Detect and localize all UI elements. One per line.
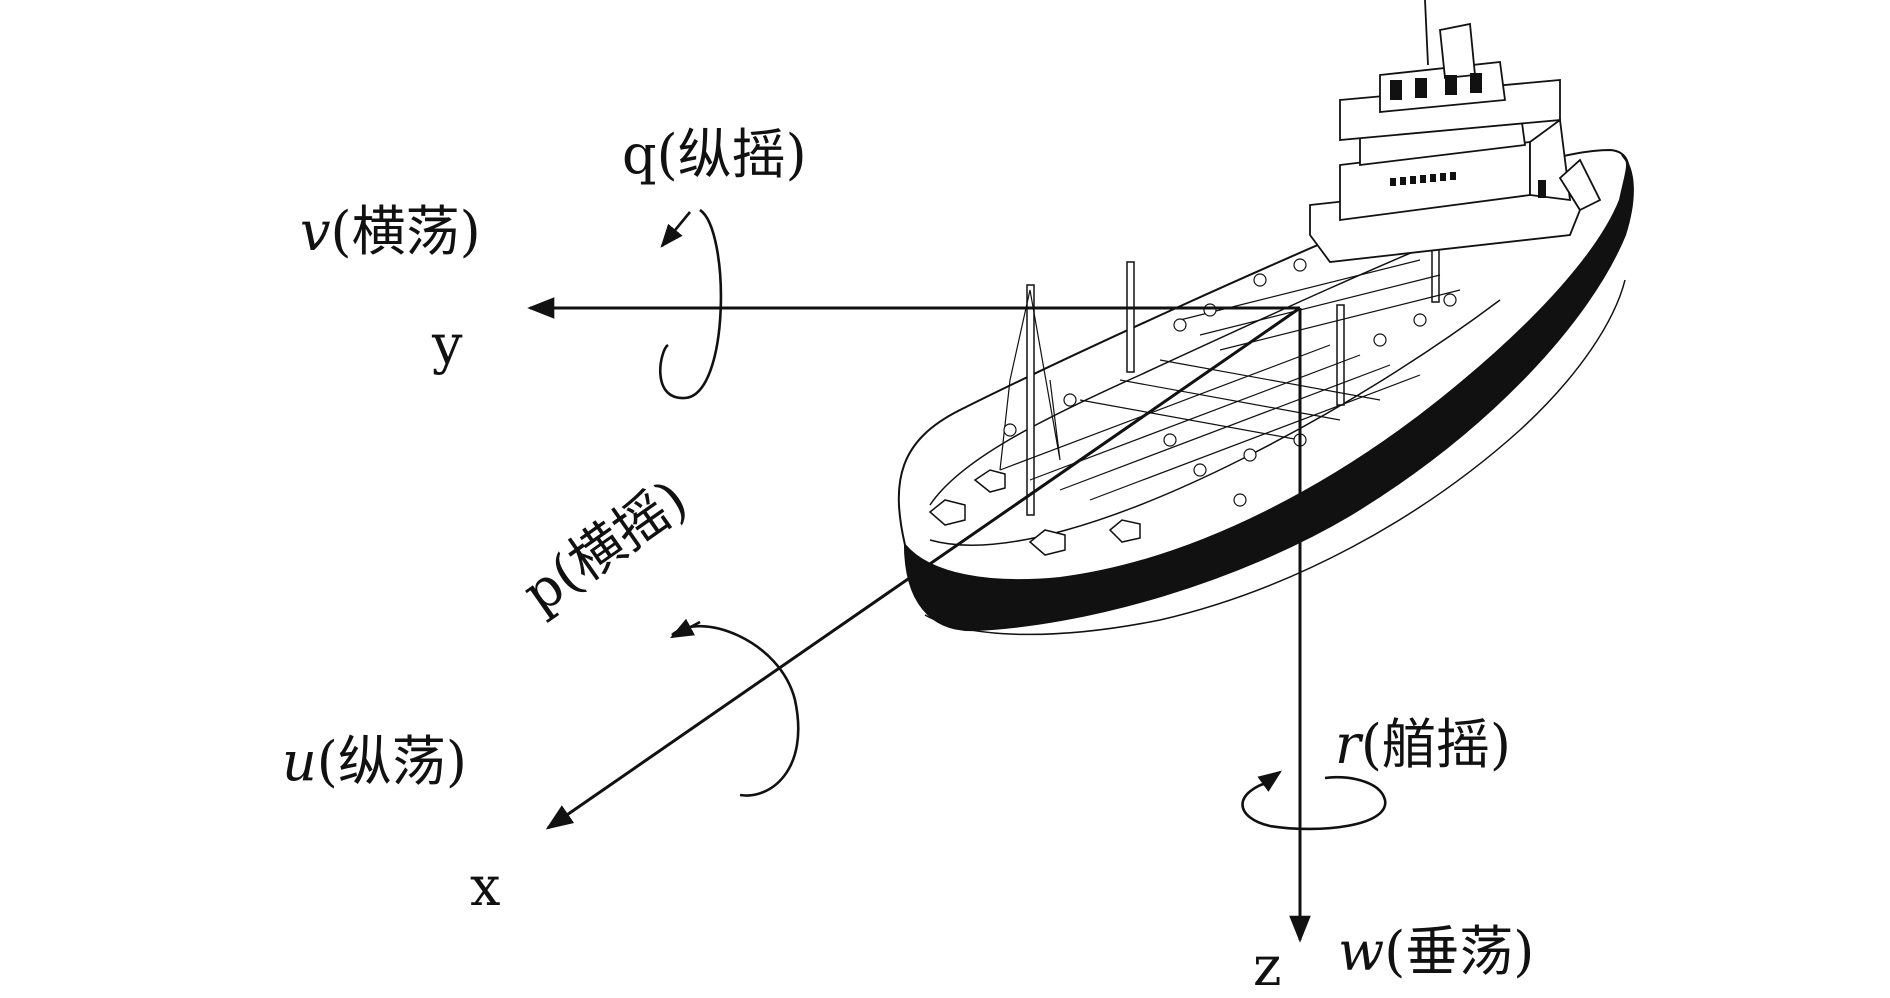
pitch-rotation-arrow <box>659 208 723 400</box>
y-axis-label: y <box>432 313 463 376</box>
hull-waterline <box>924 279 1626 636</box>
roll-rotation-arrowhead <box>669 618 701 639</box>
surge-label: u(纵荡) <box>282 735 467 789</box>
mast-rigging <box>999 289 1061 471</box>
sway-label: v(横荡) <box>300 205 481 259</box>
heave-label: w(垂荡) <box>1338 925 1534 979</box>
superstructure <box>1309 0 1602 263</box>
sway-name: (横荡) <box>330 200 481 263</box>
bow-fitting <box>1108 519 1141 543</box>
deck-inner-line <box>929 224 1481 506</box>
deck-inner-line-2 <box>929 299 1501 546</box>
hull-black-band <box>903 154 1634 632</box>
yaw-rotation-arrowhead <box>1257 770 1282 792</box>
yaw-name: (艏摇) <box>1360 713 1511 776</box>
roll-rotation-arrow <box>671 624 800 797</box>
bridge-windows <box>1390 73 1546 198</box>
pitch-symbol: q <box>622 123 657 186</box>
pitch-name: (纵摇) <box>656 123 807 186</box>
deck-pipelines <box>999 259 1461 501</box>
sway-symbol: v <box>300 200 331 263</box>
x-axis-label: x <box>470 855 501 918</box>
yaw-symbol: r <box>1335 713 1361 776</box>
rotation-arrows <box>659 208 1387 831</box>
pitch-label: q(纵摇) <box>622 128 807 182</box>
heave-symbol: w <box>1338 920 1385 983</box>
z-axis-label: z <box>1253 935 1282 998</box>
heave-name: (垂荡) <box>1384 920 1535 983</box>
coordinate-axes <box>527 297 1311 943</box>
midship-mast <box>1126 261 1135 373</box>
x-axis-arrow <box>545 306 1301 830</box>
yaw-label: r(艏摇) <box>1335 718 1511 772</box>
bow-fitting <box>1028 529 1066 556</box>
surge-name: (纵荡) <box>316 730 467 793</box>
forward-mast <box>1026 284 1035 516</box>
bow-fitting <box>928 499 966 526</box>
yaw-rotation-arrow <box>1241 775 1387 831</box>
deck-valves <box>1003 258 1457 507</box>
surge-symbol: u <box>282 730 317 793</box>
pitch-rotation-arrowhead <box>660 211 692 248</box>
bow-fitting <box>973 469 1006 493</box>
oil-tanker-icon <box>897 0 1634 636</box>
